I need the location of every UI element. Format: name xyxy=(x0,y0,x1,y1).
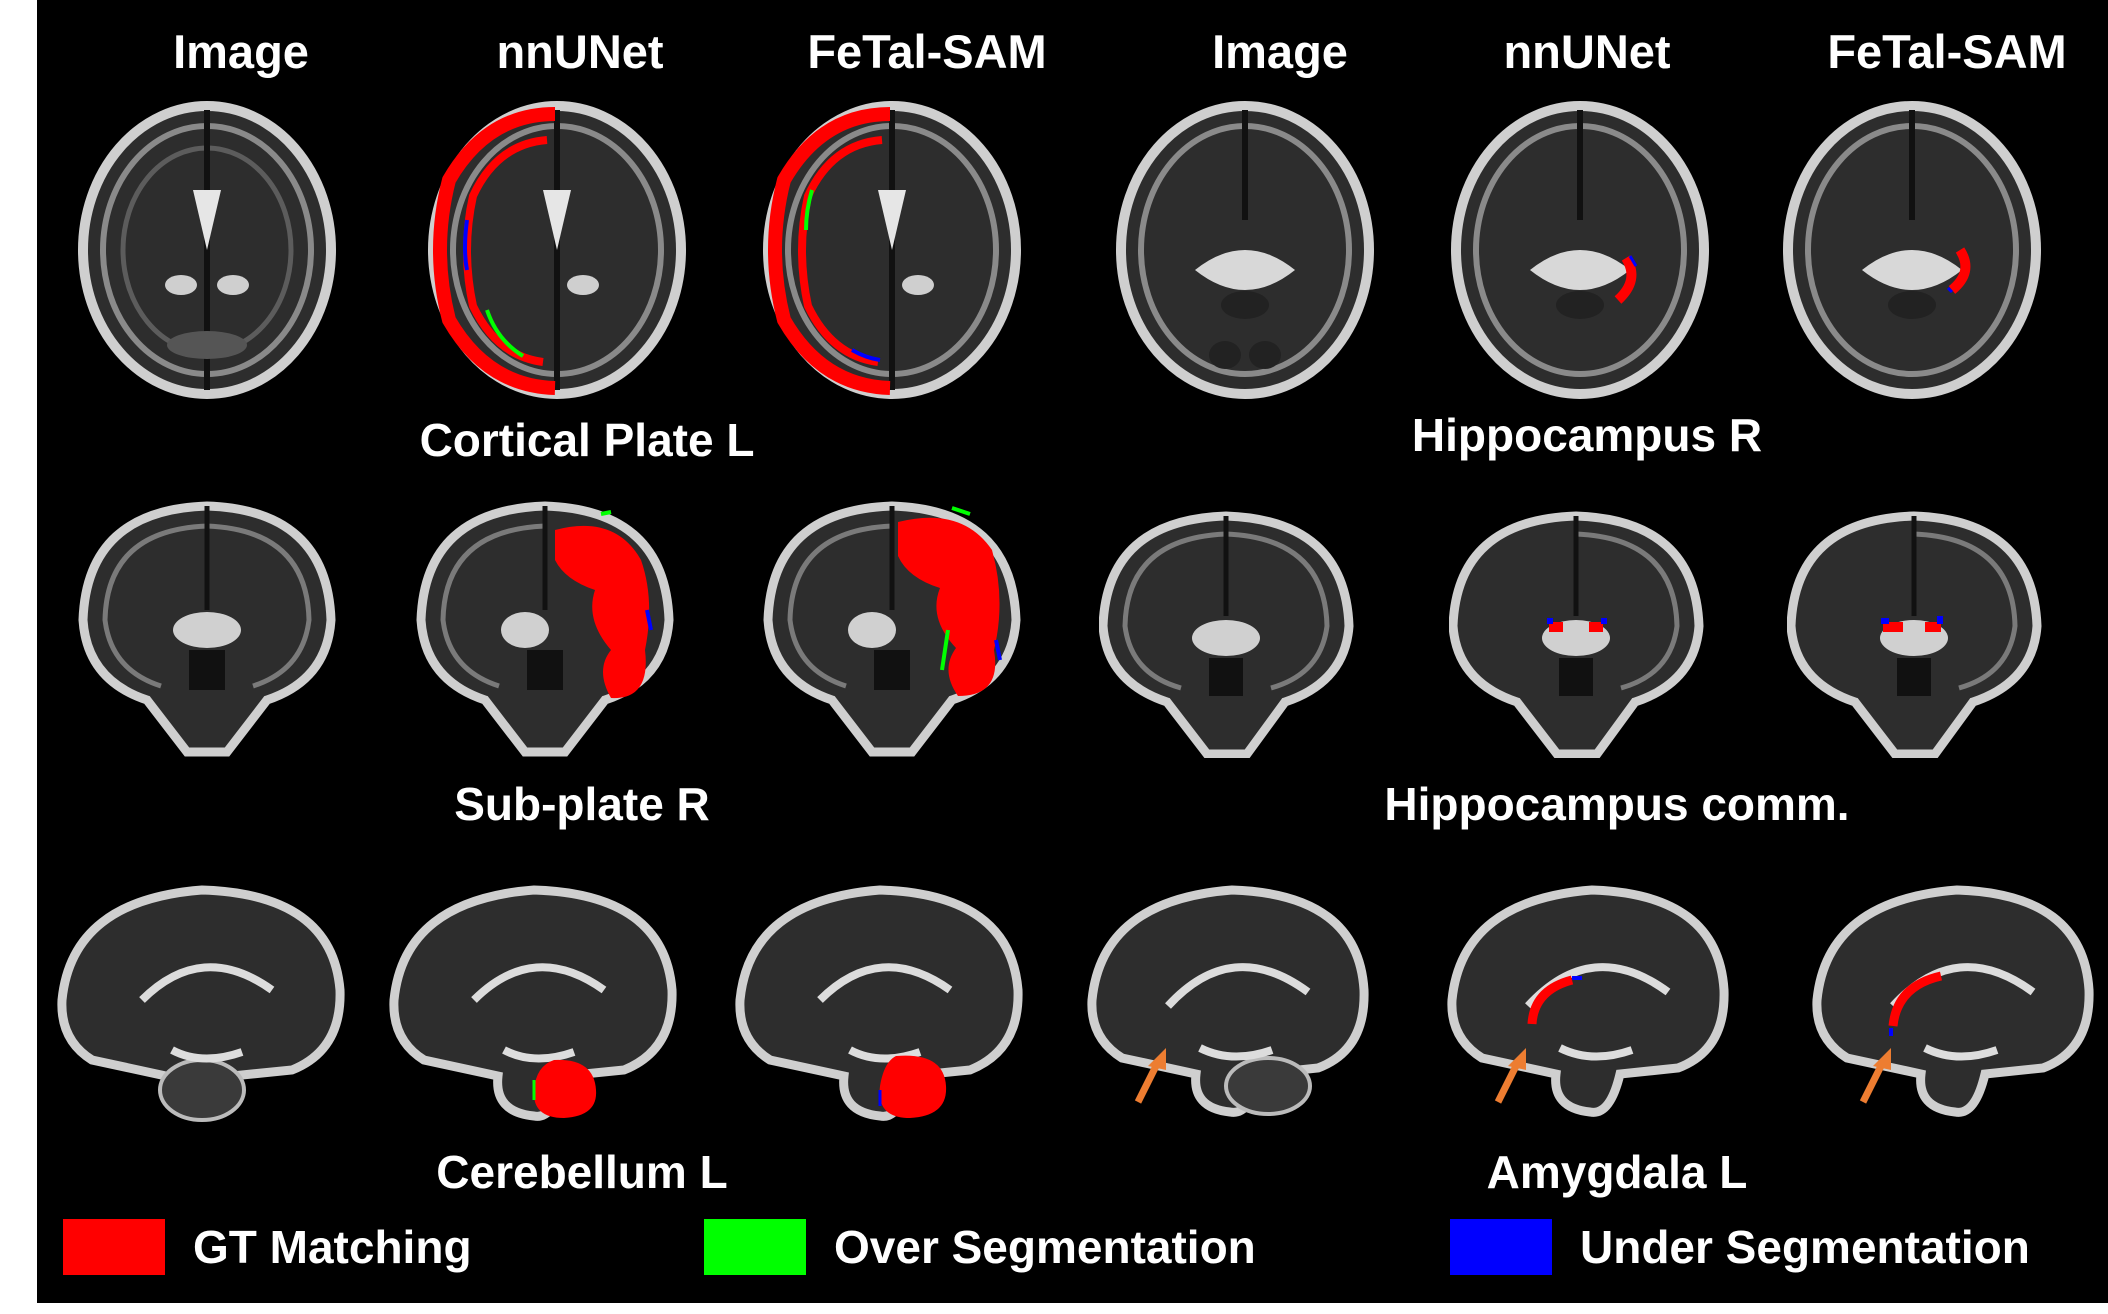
axial-fetalsam-right xyxy=(1782,100,2042,400)
caption-sub-plate: Sub-plate R xyxy=(454,778,710,830)
sagittal-fetalsam-1 xyxy=(730,880,1025,1130)
header-fetalsam-right: FeTal-SAM xyxy=(1827,25,2067,78)
legend-swatch-blue xyxy=(1450,1219,1552,1275)
coronal-fetalsam-right xyxy=(1787,510,2042,758)
sagittal-fetalsam-2 xyxy=(1807,880,2097,1130)
legend-label-over-segmentation: Over Segmentation xyxy=(834,1221,1256,1273)
header-image-left: Image xyxy=(173,25,309,78)
figure-panel: Image nnUNet FeTal-SAM Image nnUNet FeTa… xyxy=(37,0,2108,1303)
header-image-right: Image xyxy=(1212,25,1348,78)
header-nnunet-left: nnUNet xyxy=(496,25,664,78)
legend-over-segmentation: Over Segmentation xyxy=(704,1218,1256,1276)
axial-nnunet-right xyxy=(1450,100,1710,400)
coronal-nnunet-left xyxy=(415,500,675,758)
legend-gt-matching: GT Matching xyxy=(63,1218,472,1276)
header-nnunet-right: nnUNet xyxy=(1503,25,1671,78)
sagittal-nnunet-2 xyxy=(1442,880,1732,1130)
axial-fetalsam-left xyxy=(762,100,1022,400)
caption-cerebellum: Cerebellum L xyxy=(436,1146,728,1198)
coronal-image-right xyxy=(1099,510,1354,758)
coronal-nnunet-right xyxy=(1449,510,1704,758)
legend-under-segmentation: Under Segmentation xyxy=(1450,1218,2030,1276)
sagittal-nnunet-1 xyxy=(384,880,679,1130)
sagittal-image-2 xyxy=(1082,880,1372,1130)
axial-image-right xyxy=(1115,100,1375,400)
legend-label-under-segmentation: Under Segmentation xyxy=(1580,1221,2030,1273)
legend-label-gt-matching: GT Matching xyxy=(193,1221,472,1273)
caption-hippocampus-comm: Hippocampus comm. xyxy=(1384,778,1850,830)
axial-nnunet-left xyxy=(427,100,687,400)
caption-amygdala: Amygdala L xyxy=(1486,1146,1748,1198)
legend-swatch-green xyxy=(704,1219,806,1275)
caption-cortical-plate: Cortical Plate L xyxy=(419,414,755,466)
sagittal-image-1 xyxy=(52,880,347,1130)
axial-image-left xyxy=(77,100,337,400)
caption-hippocampus-r: Hippocampus R xyxy=(1411,409,1763,461)
coronal-image-left xyxy=(77,500,337,758)
header-fetalsam-left: FeTal-SAM xyxy=(807,25,1047,78)
legend-swatch-red xyxy=(63,1219,165,1275)
coronal-fetalsam-left xyxy=(762,500,1022,758)
